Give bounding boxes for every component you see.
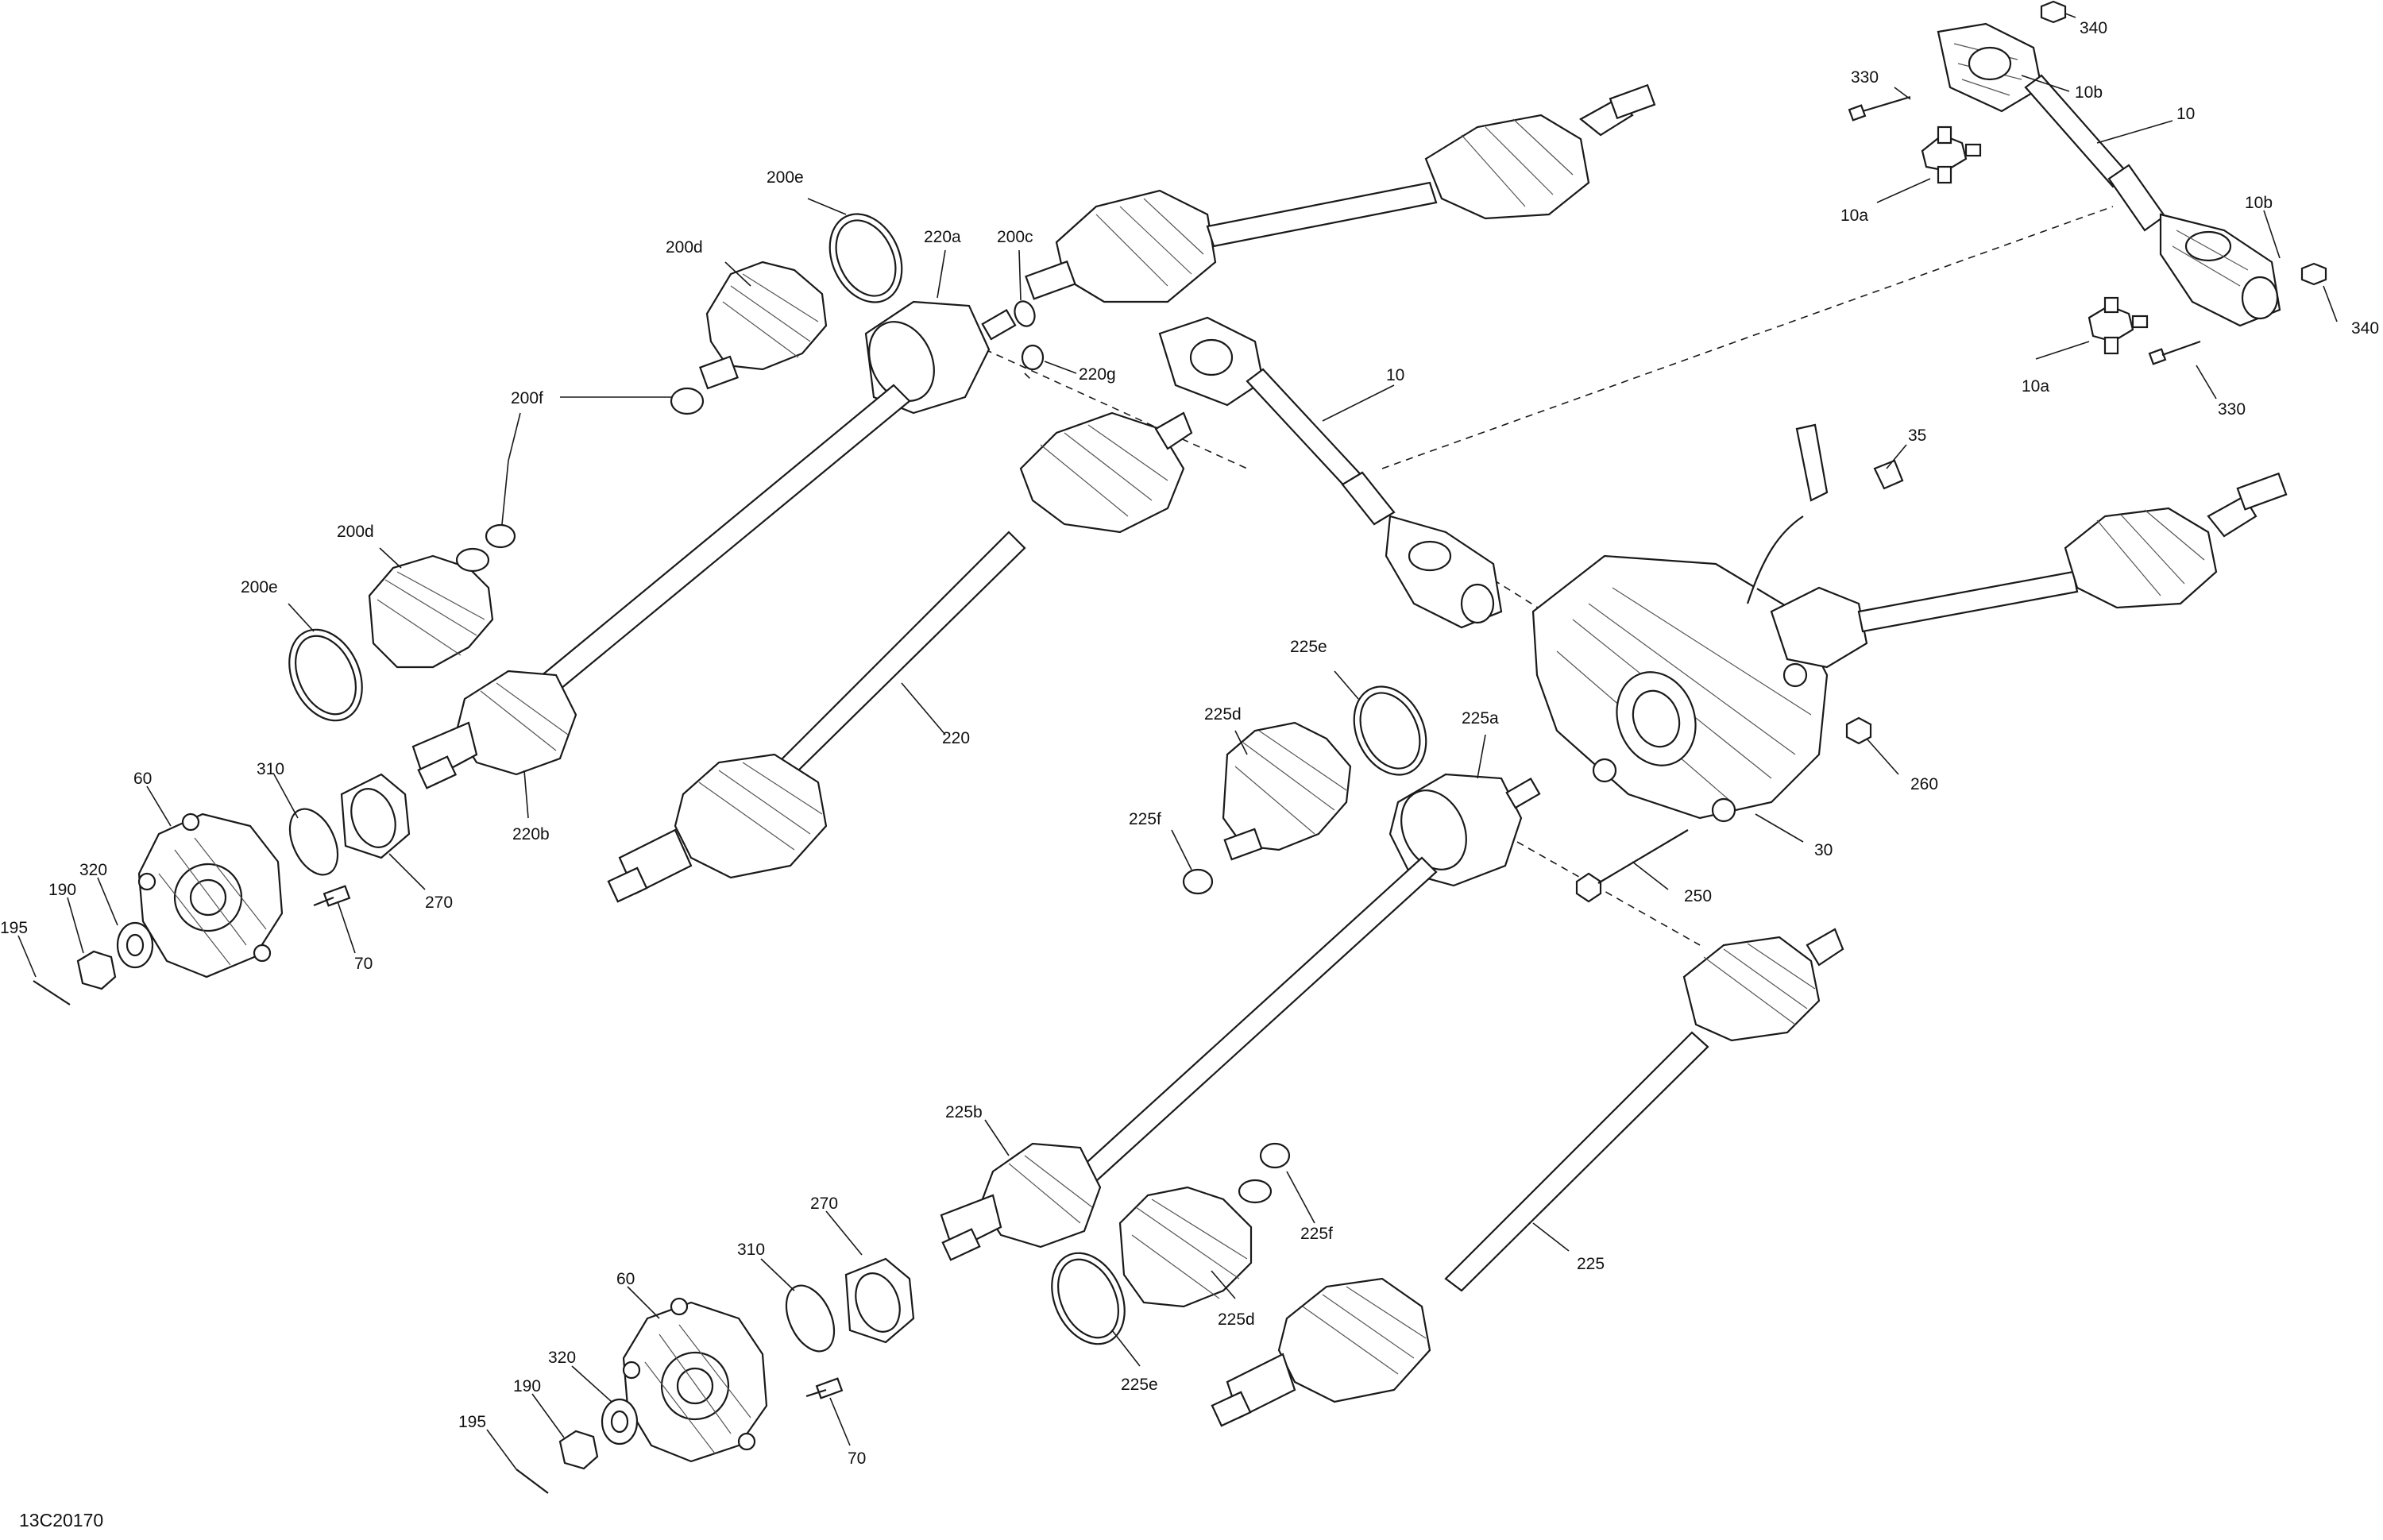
- clamp-200e-mid: [288, 628, 363, 722]
- callout-310-top: 310: [257, 760, 284, 778]
- callout-200e-top: 200e: [767, 168, 804, 187]
- callout-220b: 220b: [512, 825, 550, 843]
- nut-190-bot: [558, 1430, 599, 1470]
- nut-200f-top: [670, 387, 705, 415]
- callout-35: 35: [1908, 426, 1926, 445]
- callout-190-bot: 190: [513, 1377, 541, 1395]
- pin-195-bot: [516, 1469, 549, 1494]
- callout-10-right: 10: [2176, 105, 2195, 123]
- callout-225a: 225a: [1462, 709, 1499, 728]
- callout-225d-top: 225d: [1204, 705, 1242, 724]
- nut-225f-bot: [1259, 1142, 1291, 1169]
- clamp-225e-bot: [1051, 1252, 1126, 1345]
- callout-220g: 220g: [1079, 365, 1116, 384]
- washer-320-top: [116, 921, 154, 969]
- callout-200f: 200f: [511, 389, 543, 407]
- axle-225-inner: [940, 773, 1541, 1261]
- callout-270-bot: 270: [810, 1195, 838, 1213]
- callout-60-bot: 60: [616, 1270, 635, 1288]
- nut-260: [1845, 716, 1872, 745]
- oring-220g: [1021, 344, 1045, 371]
- callout-60-top: 60: [133, 770, 152, 788]
- bolt-330-top: [1848, 95, 1911, 122]
- driveshaft-top: [1025, 83, 1656, 303]
- nut-340-right: [2300, 262, 2327, 286]
- axle-225: [1211, 928, 1844, 1427]
- hub-60-top: [137, 812, 284, 978]
- alignment-lines: [984, 206, 2114, 946]
- callout-labels: 340 330 10b 10 10a 10b 340 10a 330 200e …: [0, 19, 2379, 1468]
- clamp-200e-top: [828, 213, 903, 303]
- callout-225f-top: 225f: [1129, 810, 1161, 828]
- callout-330-right: 330: [2218, 400, 2246, 419]
- callout-200e-mid: 200e: [241, 578, 278, 596]
- callout-225b: 225b: [945, 1103, 983, 1121]
- boot-225d-bot: [1118, 1179, 1273, 1308]
- callout-70-top: 70: [354, 955, 373, 973]
- circlip-310-bot: [785, 1284, 836, 1353]
- callout-10-mid: 10: [1386, 366, 1404, 384]
- callout-320-bot: 320: [548, 1349, 576, 1367]
- callout-225: 225: [1577, 1255, 1605, 1273]
- cross-spider-10a-right: [2088, 296, 2149, 355]
- callout-195-top: 195: [0, 919, 28, 937]
- callout-220: 220: [942, 729, 970, 747]
- callout-310-bot: 310: [737, 1241, 765, 1259]
- stud-70-bot: [805, 1377, 844, 1399]
- callout-225d-bot: 225d: [1218, 1310, 1255, 1329]
- callout-200c: 200c: [997, 228, 1033, 246]
- callout-10b-top: 10b: [2075, 83, 2103, 102]
- callout-260: 260: [1910, 775, 1938, 793]
- boot-225d-top: [1222, 721, 1352, 861]
- callout-200d-top: 200d: [666, 238, 703, 257]
- cross-spider-10a-top: [1921, 125, 1982, 184]
- document-id: 13C20170: [19, 1510, 103, 1530]
- callout-220a: 220a: [924, 228, 961, 246]
- callout-270-top: 270: [425, 894, 453, 912]
- bearing-270-bot: [844, 1257, 915, 1344]
- leader-lines: [17, 13, 2338, 1470]
- nut-225f-top: [1182, 868, 1214, 895]
- propshaft-middle: [1158, 316, 1503, 629]
- callout-10a-right: 10a: [2022, 377, 2049, 396]
- washer-320-bot: [601, 1398, 639, 1445]
- callout-340-right: 340: [2351, 319, 2379, 338]
- callout-70-bot: 70: [848, 1449, 866, 1468]
- circlip-200c: [1014, 300, 1036, 327]
- callout-195-bot: 195: [458, 1413, 486, 1431]
- callout-10b-right: 10b: [2245, 194, 2273, 212]
- clamp-225e-top: [1353, 685, 1427, 776]
- callout-340-top: 340: [2080, 19, 2107, 37]
- propshaft-top: [1937, 22, 2281, 327]
- callout-225f-bot: 225f: [1300, 1225, 1333, 1243]
- axle-middle: [607, 411, 1193, 903]
- differential-30: [1531, 423, 1904, 823]
- stud-70-top: [313, 885, 351, 907]
- nut-200f-mid: [485, 523, 516, 549]
- axle-220: [411, 300, 1017, 789]
- boot-200d-mid: [368, 547, 494, 669]
- boot-200d-top: [699, 261, 828, 390]
- callout-190-top: 190: [48, 881, 76, 899]
- bolt-250: [1575, 829, 1689, 903]
- callout-225e-top: 225e: [1290, 638, 1327, 656]
- callout-30: 30: [1814, 841, 1833, 859]
- hub-60-bot: [622, 1297, 768, 1463]
- callout-330-top: 330: [1851, 68, 1879, 87]
- callout-10a-top: 10a: [1840, 206, 1868, 225]
- circlip-310-top: [288, 808, 339, 876]
- callout-200d-mid: 200d: [337, 523, 374, 541]
- bearing-270-top: [340, 773, 411, 859]
- pin-195-top: [33, 980, 71, 1005]
- callout-320-top: 320: [79, 861, 107, 879]
- bolt-330-right: [2148, 340, 2201, 365]
- nut-340-top: [2040, 0, 2067, 24]
- callout-225e-bot: 225e: [1121, 1376, 1158, 1394]
- driveshaft-right: [1770, 472, 2288, 669]
- nut-190-top: [76, 950, 117, 990]
- callout-250: 250: [1684, 887, 1712, 905]
